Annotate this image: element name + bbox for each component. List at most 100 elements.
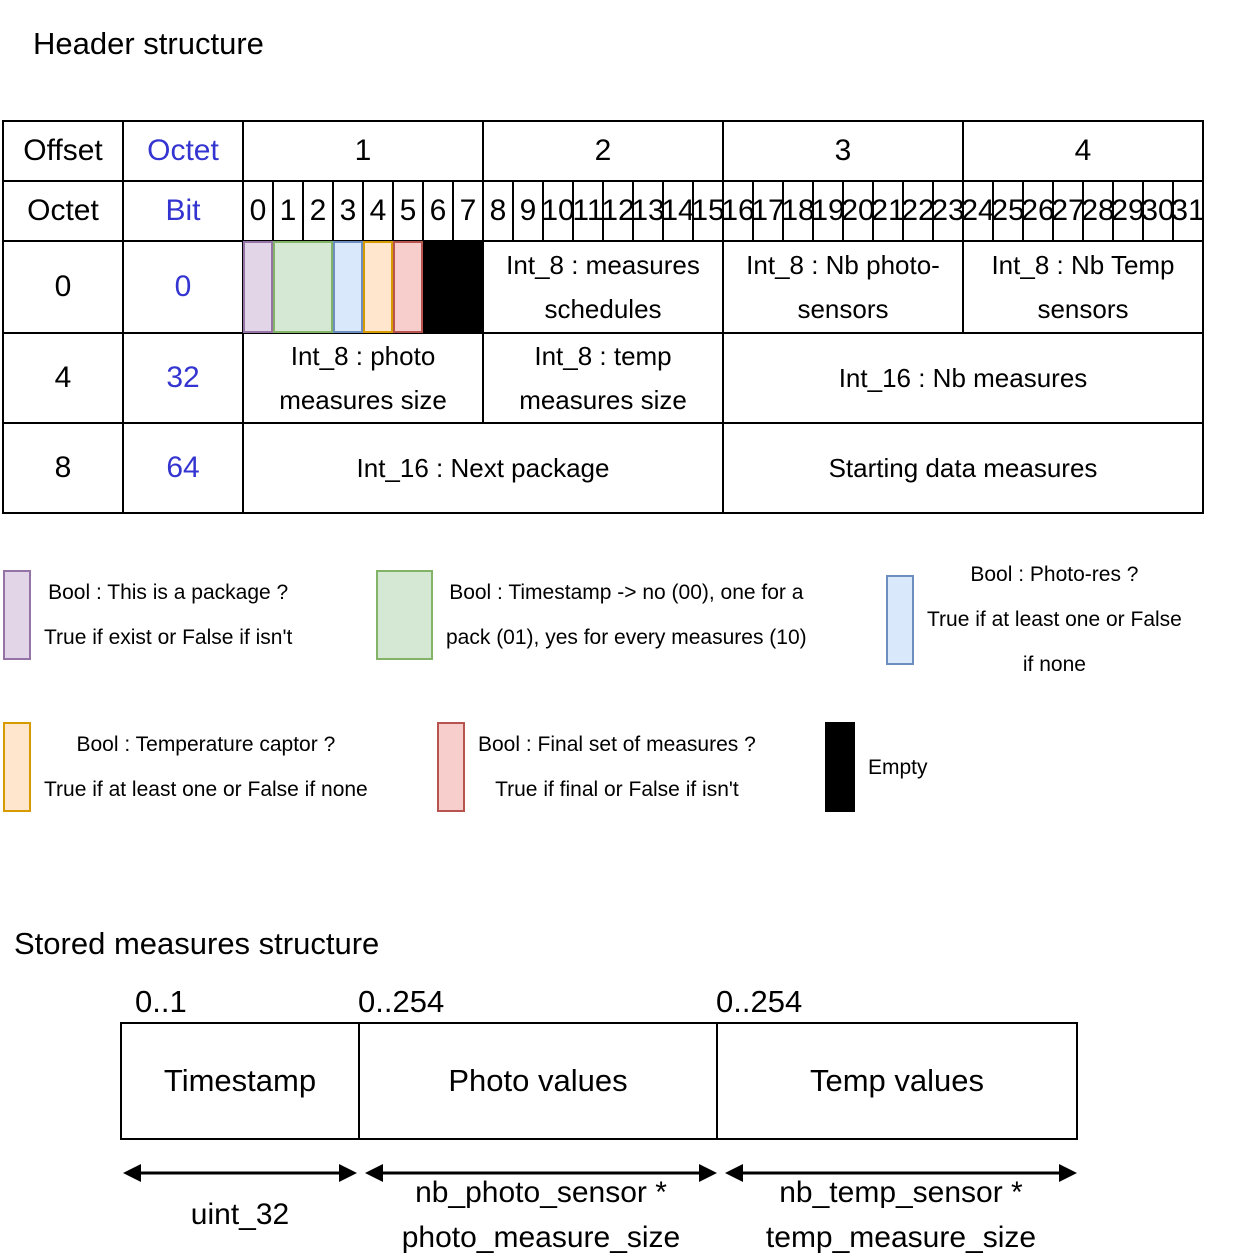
- photo-size-label: nb_photo_sensor * photo_measure_size: [401, 1176, 681, 1254]
- bit-number: 26: [1021, 194, 1055, 227]
- legend-text-final-set: Bool : Final set of measures ? True if f…: [478, 733, 756, 801]
- package-bit-swatch: [243, 241, 273, 333]
- table-row-offset-8: 8 64 Int_16 : Next package Starting data…: [2, 422, 1204, 514]
- bit-number-cell: 26: [1021, 180, 1055, 242]
- bit-number-cell: 5: [392, 180, 424, 242]
- timestamp-box: Timestamp: [120, 1022, 360, 1140]
- bit-number: 2: [309, 194, 327, 227]
- bit-number-cell: 0: [242, 180, 274, 242]
- bit-number: 22: [901, 194, 935, 227]
- bit-number: 0: [249, 194, 267, 227]
- bit-number: 10: [541, 194, 575, 227]
- field-next-package: Int_16 : Next package: [242, 422, 724, 514]
- bit-number: 31: [1171, 194, 1205, 227]
- bit-number-cell: 11: [572, 180, 604, 242]
- empty-swatch: [825, 722, 855, 812]
- octet-2-header: 2: [482, 120, 724, 182]
- final-set-bit-cell: [392, 240, 424, 334]
- bit-number: 17: [751, 194, 785, 227]
- range-label-photo: 0..254: [358, 984, 445, 1019]
- bit-number-cell: 31: [1171, 180, 1205, 242]
- photo-size-width-arrow: [365, 1164, 717, 1182]
- photo-res-bit-cell: [332, 240, 364, 334]
- field-nb-temp-sensors: Int_8 : Nb Temp sensors: [962, 240, 1204, 334]
- bit-number: 24: [961, 194, 995, 227]
- bit-number-cell: 12: [601, 180, 635, 242]
- table-row-offset-4: 4 32 Int_8 : photo measures size Int_8 :…: [2, 332, 1204, 424]
- bit-number: 6: [429, 194, 447, 227]
- octet-3-header: 3: [722, 120, 964, 182]
- field-measures-schedules: Int_8 : measures schedules: [482, 240, 724, 334]
- range-label-temp: 0..254: [716, 984, 803, 1019]
- bit-value-cell: 32: [122, 332, 244, 424]
- bit-number-cell: 29: [1111, 180, 1145, 242]
- octet-1-header: 1: [242, 120, 484, 182]
- bit-number-cell: 10: [541, 180, 575, 242]
- bit-number-cell: 19: [811, 180, 845, 242]
- bit-number-cell: 9: [512, 180, 544, 242]
- bit-number-cell: 25: [991, 180, 1025, 242]
- final-set-bit-swatch: [393, 241, 423, 333]
- photo-res-bit-swatch: [333, 241, 363, 333]
- package-bit-cell: [242, 240, 274, 334]
- offset-value-cell: 8: [2, 422, 124, 514]
- bit-number-cell: 7: [452, 180, 484, 242]
- bit-number-cell: 14: [661, 180, 695, 242]
- bit-number: 4: [369, 194, 387, 227]
- bit-number: 21: [871, 194, 905, 227]
- bit-number: 1: [279, 194, 297, 227]
- temp-size-label: nb_temp_sensor * temp_measure_size: [765, 1176, 1037, 1254]
- bit-number-cell: 6: [422, 180, 454, 242]
- bit-value-cell: 64: [122, 422, 244, 514]
- field-nb-measures: Int_16 : Nb measures: [722, 332, 1204, 424]
- field-temp-measures-size: Int_8 : temp measures size: [482, 332, 724, 424]
- octet-row-label-cell: Octet: [2, 180, 124, 242]
- offset-header-cell: Offset: [2, 120, 124, 182]
- octet-header-row: Offset Octet 1 2 3 4: [2, 120, 1204, 182]
- temperature-bit-swatch: [363, 241, 393, 333]
- legend-item-temperature: Bool : Temperature captor ? True if at l…: [3, 722, 368, 812]
- bit-number-cell: 3: [332, 180, 364, 242]
- bit-number-cell: 21: [871, 180, 905, 242]
- bit-row-label-cell: Bit: [122, 180, 244, 242]
- legend-text-temperature: Bool : Temperature captor ? True if at l…: [44, 733, 368, 801]
- legend-item-photo-res: Bool : Photo-res ? True if at least one …: [886, 552, 1182, 687]
- range-label-timestamp: 0..1: [135, 984, 187, 1019]
- bit-number: 20: [841, 194, 875, 227]
- bit-number: 30: [1141, 194, 1175, 227]
- bit-value-cell: 0: [122, 240, 244, 334]
- bit-number: 19: [811, 194, 845, 227]
- bit-number: 16: [721, 194, 755, 227]
- bit-number-cell: 8: [482, 180, 514, 242]
- bit-number-cell: 23: [931, 180, 965, 242]
- bit-number-cell: 15: [691, 180, 725, 242]
- bit-number-cell: 16: [721, 180, 755, 242]
- bit-number-cell: 30: [1141, 180, 1175, 242]
- bit-number: 25: [991, 194, 1025, 227]
- bit-number: 27: [1051, 194, 1085, 227]
- temperature-swatch: [3, 722, 31, 812]
- bit-number: 29: [1111, 194, 1145, 227]
- bit-number-cell: 22: [901, 180, 935, 242]
- bit-number: 11: [572, 194, 604, 227]
- temperature-bit-cell: [362, 240, 394, 334]
- octet-4-header: 4: [962, 120, 1204, 182]
- photo-values-box: Photo values: [358, 1022, 718, 1140]
- photo-res-swatch: [886, 574, 914, 665]
- bit-number-cell: 18: [781, 180, 815, 242]
- final-set-swatch: [437, 722, 465, 812]
- octet-header-cell: Octet: [122, 120, 244, 182]
- stored-measures-boxes: Timestamp Photo values Temp values: [120, 1022, 1078, 1140]
- temp-size-width-arrow: [725, 1164, 1077, 1182]
- bit-number-cell: 4: [362, 180, 394, 242]
- legend-text-empty: Empty: [868, 755, 928, 779]
- bit-number-cell: 20: [841, 180, 875, 242]
- legend-item-final-set: Bool : Final set of measures ? True if f…: [437, 722, 756, 812]
- temp-values-box: Temp values: [716, 1022, 1078, 1140]
- header-structure-title: Header structure: [33, 26, 264, 61]
- empty-bits-swatch: [423, 241, 483, 333]
- bit-number: 15: [691, 194, 725, 227]
- bit-number-cell: 24: [961, 180, 995, 242]
